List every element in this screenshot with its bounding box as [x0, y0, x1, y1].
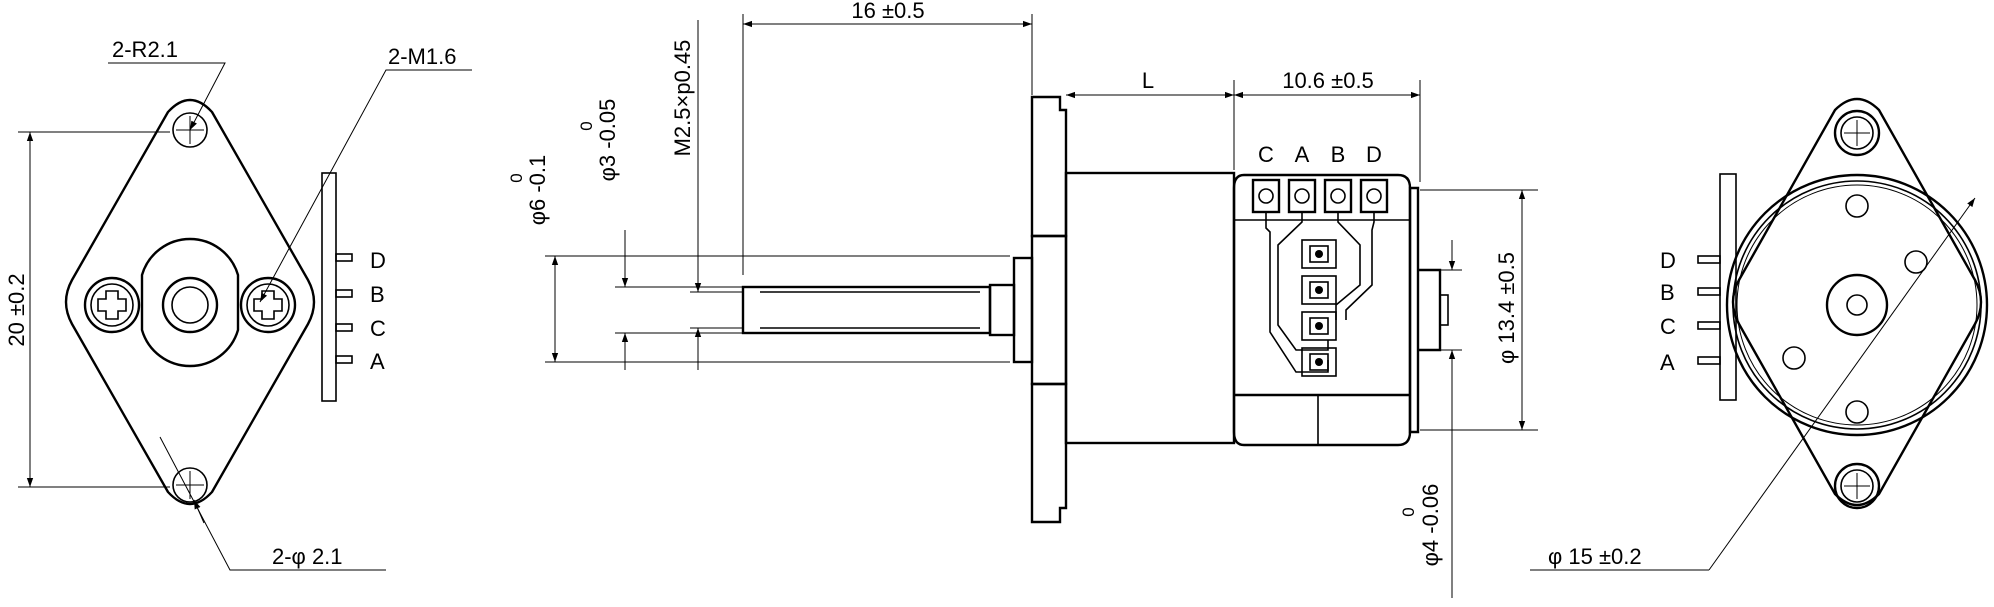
right-diameter-leader [1708, 197, 1976, 571]
left-bottom-hole [172, 467, 208, 503]
side-dim-motor-height: φ 13.4 ±0.5 [1494, 252, 1519, 364]
right-small-hole [1782, 346, 1806, 370]
left-pin-label-1: D [370, 248, 386, 273]
left-center-boss [140, 237, 240, 368]
side-shaft-collar [988, 283, 1016, 337]
left-view: D B C A 20 ±0.2 2-R2.1 2-M1.6 2-φ 2.1 [4, 37, 472, 571]
right-small-hole [1845, 400, 1869, 424]
right-view: D B C A φ 15 ±0.2 [1530, 97, 1989, 571]
side-dim-boss-upper: 0 [507, 173, 526, 182]
left-thread-leader [259, 69, 472, 303]
left-screw-1 [83, 276, 141, 334]
side-dim-shaft-dia: φ3 -0.05 [595, 99, 620, 182]
side-pcb-traces [1265, 212, 1375, 377]
side-dim-rear-boss: φ4 -0.06 [1418, 484, 1443, 567]
left-pin-label-3: C [370, 316, 386, 341]
right-bottom-hole [1833, 462, 1881, 510]
right-small-hole [1904, 250, 1928, 274]
side-dim-gearbox-length: L [1142, 68, 1154, 93]
left-pin-label-2: B [370, 282, 385, 307]
side-rear-cap [1408, 186, 1442, 434]
right-pin-label-2: B [1660, 280, 1675, 305]
left-radius-leader [108, 62, 226, 131]
side-view: C A B D 16 ±0.5 L 10.6 ±0.5 0 φ6 -0.1 [507, 0, 1538, 598]
side-pin-label-b: B [1331, 142, 1346, 167]
side-rear-boss [1439, 294, 1449, 326]
left-flange [64, 98, 316, 506]
side-dim-thread: M2.5×p0.45 [670, 40, 695, 157]
right-motor-can-outer [1725, 173, 1989, 437]
side-gearbox [1064, 171, 1236, 445]
side-dim-motor-length: 10.6 ±0.5 [1282, 68, 1374, 93]
side-dim-rear-upper: 0 [1399, 507, 1418, 516]
side-flange-center [1030, 234, 1068, 386]
side-dim-shaft-length: 16 ±0.5 [851, 0, 924, 23]
right-pin-label-3: C [1660, 314, 1676, 339]
left-terminal-pins [335, 253, 353, 364]
right-dim-diameter: φ 15 ±0.2 [1548, 544, 1642, 569]
right-pin-label-4: A [1660, 350, 1675, 375]
left-pin-label-4: A [370, 349, 385, 374]
left-dim-height: 20 ±0.2 [4, 273, 29, 346]
right-top-hole [1833, 109, 1881, 157]
right-center-shaft [1846, 294, 1868, 316]
left-terminal-board [321, 172, 337, 402]
right-motor-can-ring [1736, 184, 1978, 426]
side-terminals [1251, 178, 1389, 214]
side-shaft [741, 285, 992, 335]
side-shaft-boss [1012, 256, 1034, 364]
left-callout-hole: 2-φ 2.1 [272, 544, 343, 569]
right-pin-label-1: D [1660, 248, 1676, 273]
left-callout-thread: 2-M1.6 [388, 44, 456, 69]
right-small-hole [1845, 194, 1869, 218]
left-screw-2 [239, 276, 297, 334]
left-hole-leader [159, 436, 386, 571]
right-motor-can-inner [1732, 180, 1982, 430]
left-callout-radius: 2-R2.1 [112, 37, 178, 62]
side-dim-boss-dia: φ6 -0.1 [525, 155, 550, 226]
left-hole-leader-arrow [193, 499, 205, 524]
side-pin-label-d: D [1366, 142, 1382, 167]
side-motor-can [1232, 173, 1412, 447]
right-terminal-board [1719, 173, 1737, 401]
right-flange [1731, 97, 1983, 507]
side-pin-label-a: A [1295, 142, 1310, 167]
side-dim-shaft-upper: 0 [577, 121, 596, 130]
right-center-boss [1825, 273, 1889, 337]
side-mounting-flange [1030, 95, 1068, 524]
left-top-hole [172, 112, 208, 148]
right-terminal-pins [1697, 255, 1721, 365]
left-shaft-outer [161, 276, 219, 334]
left-shaft-inner [171, 286, 209, 324]
side-pin-label-c: C [1258, 142, 1274, 167]
